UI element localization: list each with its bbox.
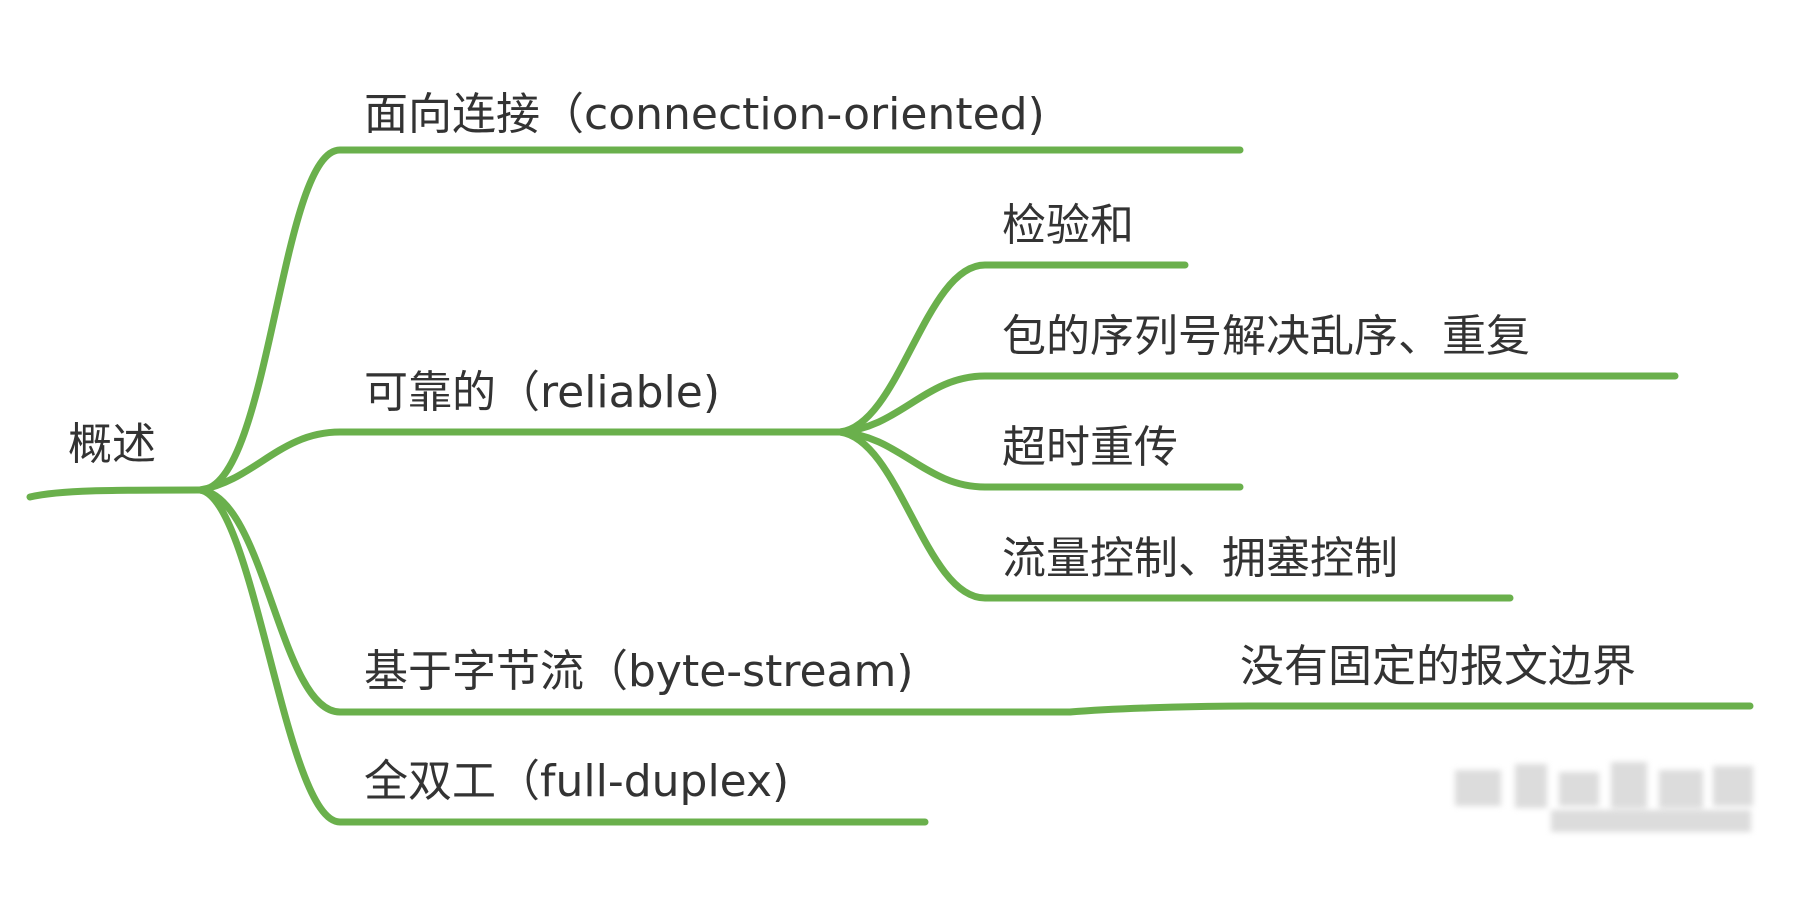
edge-bytestream-noboundary bbox=[1066, 702, 1754, 716]
edge-layer bbox=[26, 146, 1754, 826]
blurred-watermark bbox=[1455, 760, 1765, 838]
root-underline bbox=[26, 486, 204, 501]
edge-root-connection bbox=[196, 146, 1244, 494]
edge-root-reliable bbox=[196, 428, 844, 494]
node-reliable: 可靠的（reliable) bbox=[364, 367, 720, 418]
node-connection-oriented: 面向连接（connection-oriented) bbox=[364, 89, 1045, 140]
node-full-duplex: 全双工（full-duplex) bbox=[364, 756, 790, 807]
edge-root-bytestream bbox=[196, 486, 1074, 716]
edge-reliable-flow bbox=[836, 428, 1514, 602]
root-node-label: 概述 bbox=[68, 419, 156, 470]
node-byte-stream: 基于字节流（byte-stream) bbox=[364, 646, 914, 697]
node-no-message-boundary: 没有固定的报文边界 bbox=[1240, 641, 1636, 692]
edge-reliable-seq bbox=[836, 372, 1679, 436]
edge-root-duplex bbox=[196, 486, 929, 826]
edge-reliable-retransmit bbox=[836, 428, 1244, 491]
edge-reliable-checksum bbox=[836, 261, 1189, 436]
node-checksum: 检验和 bbox=[1002, 200, 1134, 251]
node-timeout-retransmit: 超时重传 bbox=[1002, 422, 1178, 473]
node-flow-congestion-control: 流量控制、拥塞控制 bbox=[1002, 533, 1398, 584]
node-sequence-number: 包的序列号解决乱序、重复 bbox=[1002, 311, 1530, 362]
